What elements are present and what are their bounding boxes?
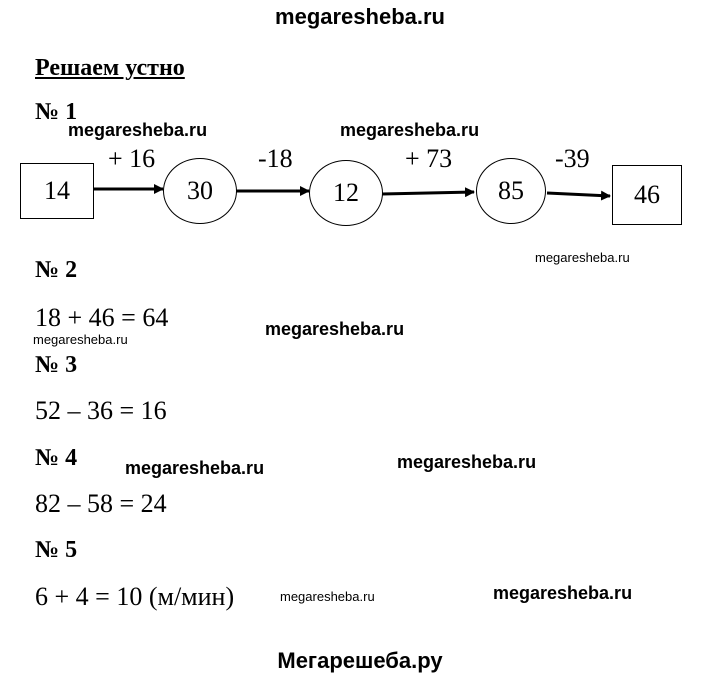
chain-start-box: 14 [20,163,94,219]
chain-node: 12 [309,160,383,226]
watermark: megaresheba.ru [280,589,375,604]
task-5-label: № 5 [35,537,78,563]
header-site: megaresheba.ru [275,4,445,29]
watermark: megaresheba.ru [68,120,208,140]
chain-op: -18 [258,144,293,173]
task-4-label: № 4 [35,445,78,471]
chain-arrows [94,184,611,201]
watermark: megaresheba.ru [535,250,630,265]
task-2-answer: 18 + 46 = 64 [35,303,169,332]
chain-node: 30 [163,158,237,224]
task-1-label: № 1 [35,99,78,125]
watermark: megaresheba.ru [397,452,537,472]
arrow [381,187,475,198]
chain-node: 85 [476,158,546,224]
chain-end-box: 46 [612,165,682,225]
arrow [546,190,611,201]
watermark: megaresheba.ru [125,458,265,478]
task-5-answer: 6 + 4 = 10 (м/мин) [35,582,235,611]
task-2-label: № 2 [35,257,78,283]
section-title: Решаем устно [35,55,185,81]
task-3-label: № 3 [35,352,78,378]
chain-op: -39 [555,144,590,173]
watermark: megaresheba.ru [340,120,480,140]
watermark: megaresheba.ru [493,583,633,603]
task-4-answer: 82 – 58 = 24 [35,489,167,518]
watermark: megaresheba.ru [265,319,405,339]
watermark: megaresheba.ru [33,332,128,347]
footer-site: Мегарешеба.ру [277,648,443,673]
chain-op: + 73 [405,144,453,173]
chain-op: + 16 [108,144,156,173]
task-3-answer: 52 – 36 = 16 [35,396,167,425]
